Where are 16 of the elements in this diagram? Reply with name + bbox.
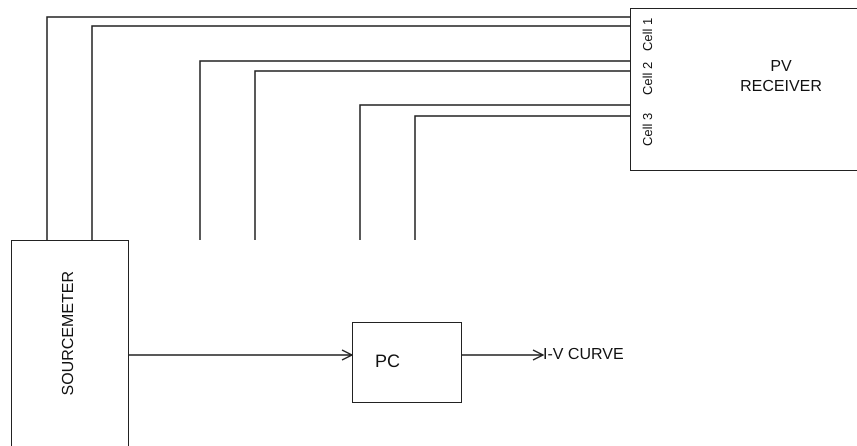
- instrument-label: SOURCEMETER: [60, 271, 78, 396]
- cell-label: Cell 3: [632, 101, 664, 146]
- computer-label: PC: [375, 351, 400, 372]
- output-label: I-V CURVE: [543, 346, 653, 366]
- receiver-label: PV RECEIVER: [739, 57, 823, 97]
- cell-label: Cell 1: [632, 15, 664, 51]
- cell-label: Cell 2: [632, 57, 664, 95]
- computer-box: [352, 322, 462, 403]
- arrow: [129, 349, 353, 361]
- wire: [414, 115, 630, 240]
- wire: [199, 60, 630, 240]
- wire: [359, 104, 630, 240]
- instrument-box: [11, 240, 129, 446]
- wire: [254, 70, 630, 240]
- arrow: [462, 349, 544, 361]
- receiver-box: [630, 8, 857, 171]
